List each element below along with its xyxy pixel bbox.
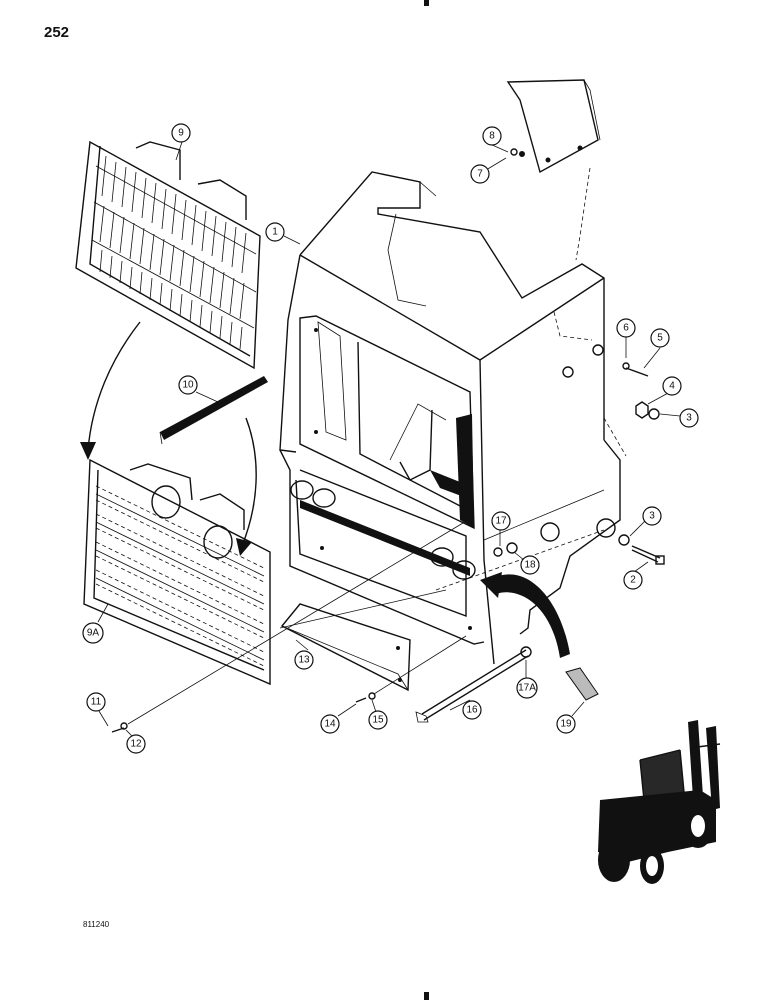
svg-text:17: 17: [495, 516, 507, 527]
svg-text:9: 9: [178, 128, 184, 139]
svg-text:12: 12: [130, 739, 142, 750]
plate-13: [280, 603, 411, 692]
rod-16: [415, 646, 532, 723]
grille-9a-mesh: [95, 485, 265, 667]
svg-text:11: 11: [91, 697, 102, 708]
svg-text:2: 2: [630, 575, 636, 586]
svg-text:6: 6: [623, 323, 629, 334]
callout-4: 4: [662, 376, 682, 396]
callout-10: 10: [178, 375, 198, 395]
callout-9a: 9A: [82, 622, 104, 644]
callout-14: 14: [320, 714, 340, 734]
rear-panel: [506, 79, 601, 174]
callout-15: 15: [368, 710, 388, 730]
svg-text:5: 5: [657, 333, 663, 344]
svg-text:8: 8: [489, 131, 495, 142]
callout-3-lower: 3: [642, 506, 662, 526]
hardware: [111, 148, 665, 733]
svg-text:19: 19: [560, 719, 572, 730]
svg-text:3: 3: [686, 413, 692, 424]
callout-16: 16: [462, 700, 482, 720]
top-register-mark: [424, 0, 429, 6]
hood-body: [279, 167, 627, 665]
svg-text:7: 7: [477, 169, 483, 180]
page-number: 252: [44, 24, 70, 41]
callout-11: 11: [86, 692, 106, 712]
callout-13: 13: [294, 650, 314, 670]
svg-text:15: 15: [372, 715, 384, 726]
svg-text:13: 13: [298, 655, 310, 666]
callout-17: 17: [491, 511, 511, 531]
callout-18: 18: [520, 555, 540, 575]
grille-9: [75, 140, 261, 370]
svg-text:1: 1: [272, 227, 278, 238]
svg-text:17A: 17A: [518, 683, 536, 694]
callout-17a: 17A: [516, 677, 538, 699]
callout-9: 9: [171, 123, 191, 143]
callout-2: 2: [623, 570, 643, 590]
svg-text:3: 3: [649, 511, 655, 522]
callout-12: 12: [126, 734, 146, 754]
svg-text:4: 4: [669, 381, 675, 392]
svg-text:14: 14: [324, 719, 336, 730]
grille-9-slats: [99, 155, 247, 350]
callout-3-upper: 3: [679, 408, 699, 428]
svg-text:16: 16: [466, 705, 478, 716]
callout-7: 7: [470, 164, 490, 184]
callout-19: 19: [556, 714, 576, 734]
install-arrows: [80, 321, 570, 658]
svg-text:9A: 9A: [87, 628, 100, 639]
grille-9a: [83, 458, 271, 686]
svg-text:10: 10: [182, 380, 194, 391]
pad-19: [565, 667, 599, 701]
forklift-silhouette: [598, 720, 721, 884]
callout-6: 6: [616, 318, 636, 338]
bottom-register-mark: [424, 992, 429, 1000]
callout-1: 1: [265, 222, 285, 242]
svg-text:18: 18: [524, 560, 536, 571]
callout-5: 5: [650, 328, 670, 348]
figure-number: 811240: [83, 920, 110, 929]
callout-8: 8: [482, 126, 502, 146]
seal-strip-10: [159, 376, 268, 445]
